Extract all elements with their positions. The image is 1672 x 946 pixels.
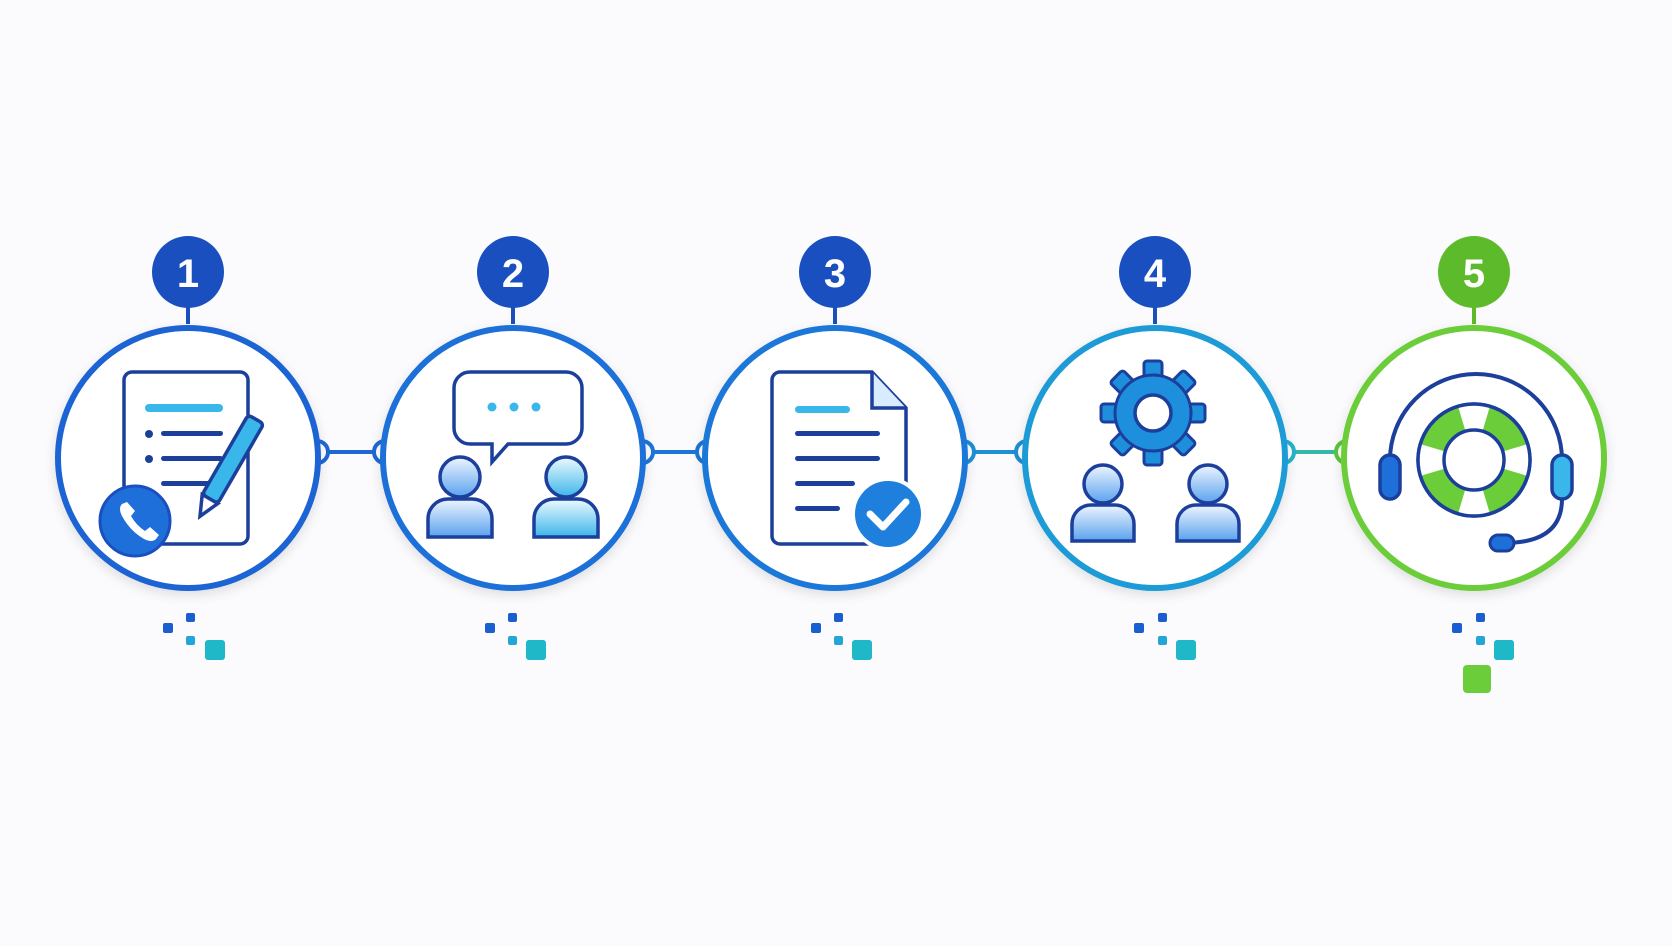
step-2-badge (477, 236, 549, 308)
lifebuoy-icon (1416, 402, 1532, 518)
step-3-number: 3 (824, 252, 846, 296)
step-3-dots (811, 613, 872, 660)
step-5-dots (1452, 613, 1514, 693)
step-2: 2 (380, 236, 646, 591)
step-3: 3 (702, 236, 968, 591)
contract-call-icon (98, 370, 265, 558)
consultation-chat-icon (426, 370, 600, 539)
step-2-ring (380, 325, 646, 591)
step-5-number: 5 (1463, 252, 1485, 296)
step-3-badge (799, 236, 871, 308)
step-2-number: 2 (502, 252, 524, 296)
step-1-badge (152, 236, 224, 308)
step-5: 5 (1341, 236, 1607, 591)
support-headset-icon (1378, 372, 1574, 553)
team-settings-icon (1070, 359, 1241, 543)
step-5-badge (1438, 236, 1510, 308)
step-4-number: 4 (1144, 252, 1167, 296)
approved-document-icon (770, 370, 925, 551)
step-4-dots (1134, 613, 1196, 660)
gear-icon (1099, 359, 1207, 467)
step-4: 4 (1022, 236, 1288, 591)
step-1-dots (163, 613, 225, 660)
step-2-dots (485, 613, 546, 660)
step-1-number: 1 (177, 252, 199, 296)
step-4-badge (1119, 236, 1191, 308)
step-1: 1 (55, 236, 321, 591)
